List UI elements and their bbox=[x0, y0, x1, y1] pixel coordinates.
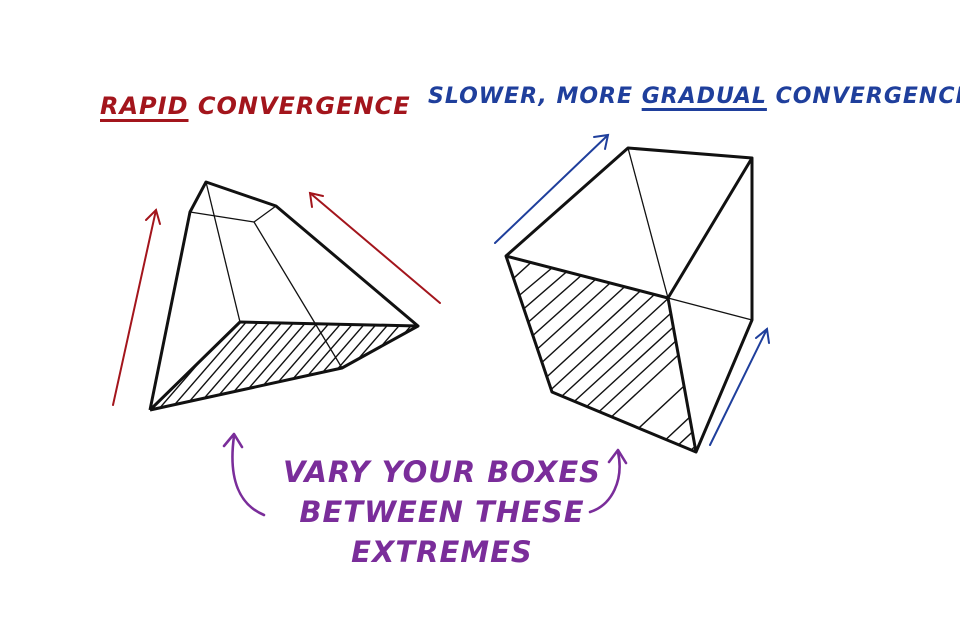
rapid-convergence-heading: RAPID CONVERGENCE bbox=[100, 92, 411, 120]
bottom-blue-arrow bbox=[709, 327, 770, 446]
gradual-heading-prefix: SLOWER, MORE bbox=[428, 84, 634, 109]
rapid-emphasis: RAPID bbox=[100, 92, 189, 120]
note-line-3: EXTREMES bbox=[351, 535, 533, 569]
left-purple-arrow bbox=[222, 432, 266, 517]
red-arrows bbox=[112, 191, 441, 406]
right-purple-arrow bbox=[588, 448, 628, 514]
top-blue-arrow bbox=[494, 133, 610, 244]
vary-boxes-note: VARY YOUR BOXES BETWEEN THESE EXTREMES bbox=[262, 452, 622, 572]
gradual-heading-rest: CONVERGENCE bbox=[775, 84, 960, 109]
purple-arrows bbox=[222, 432, 628, 517]
gradual-emphasis: GRADUAL bbox=[641, 84, 767, 109]
left-red-arrow bbox=[112, 208, 161, 406]
note-line-2: BETWEEN THESE bbox=[299, 495, 585, 529]
right-red-arrow bbox=[308, 191, 441, 304]
note-line-1: VARY YOUR BOXES bbox=[282, 455, 602, 489]
rapid-convergence-box bbox=[148, 180, 420, 412]
blue-arrows bbox=[494, 133, 770, 446]
gradual-convergence-box bbox=[504, 146, 754, 454]
rapid-heading-rest: CONVERGENCE bbox=[197, 92, 411, 120]
gradual-convergence-heading: SLOWER, MORE GRADUAL CONVERGENCE bbox=[428, 84, 960, 109]
